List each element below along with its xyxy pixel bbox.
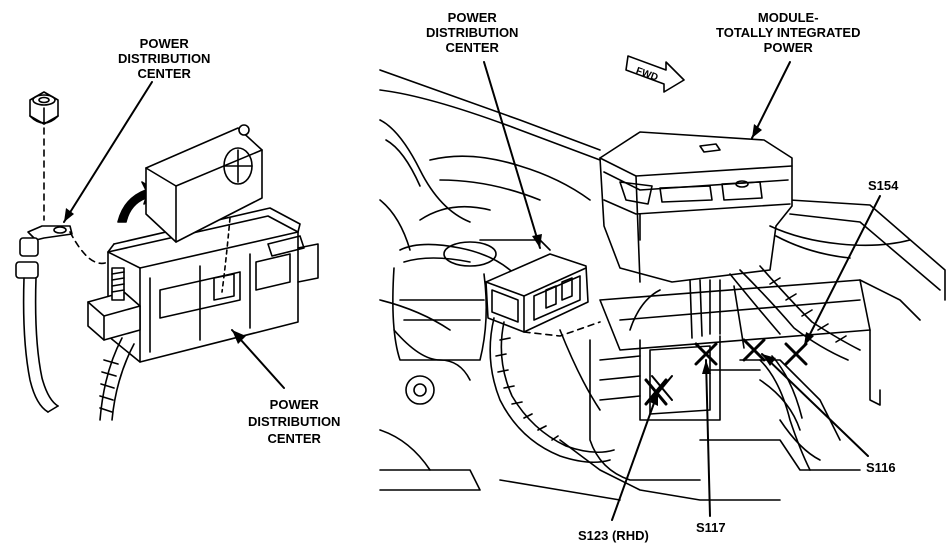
pdc-cover-left [145,124,263,293]
pdc-box-right [485,253,615,464]
s123-leader [611,391,659,521]
pdc-right-leader [483,61,541,249]
s123-label: S123 (RHD) [578,528,649,543]
tipm-leader [751,61,791,139]
splice-s123-marker [644,378,668,406]
s117-leader [705,359,711,517]
fwd-arrow-icon [625,55,685,93]
s116-label: S116 [866,460,896,475]
nut-icon [29,91,59,125]
tipm-module [599,131,911,471]
pdc-left-top-label: POWER DISTRIBUTION CENTER [118,36,211,81]
alignment-line [69,231,123,269]
battery-cable [15,225,73,413]
tipm-label: MODULE- TOTALLY INTEGRATED POWER [716,10,861,55]
pdc-top-leader [63,81,153,223]
s154-label: S154 [868,178,899,193]
splice-s117-marker [694,342,718,366]
pdc-left-bottom-label: POWER DISTRIBUTION CENTER [248,397,341,446]
splice-markers [644,338,808,406]
pdc-right-label: POWER DISTRIBUTION CENTER [426,10,519,55]
pdc-box-left [87,207,319,421]
s154-leader [803,195,881,347]
splice-s154-marker [784,342,808,366]
s116-leader [761,353,869,457]
s117-label: S117 [696,520,726,535]
splice-s116-marker [742,338,766,362]
